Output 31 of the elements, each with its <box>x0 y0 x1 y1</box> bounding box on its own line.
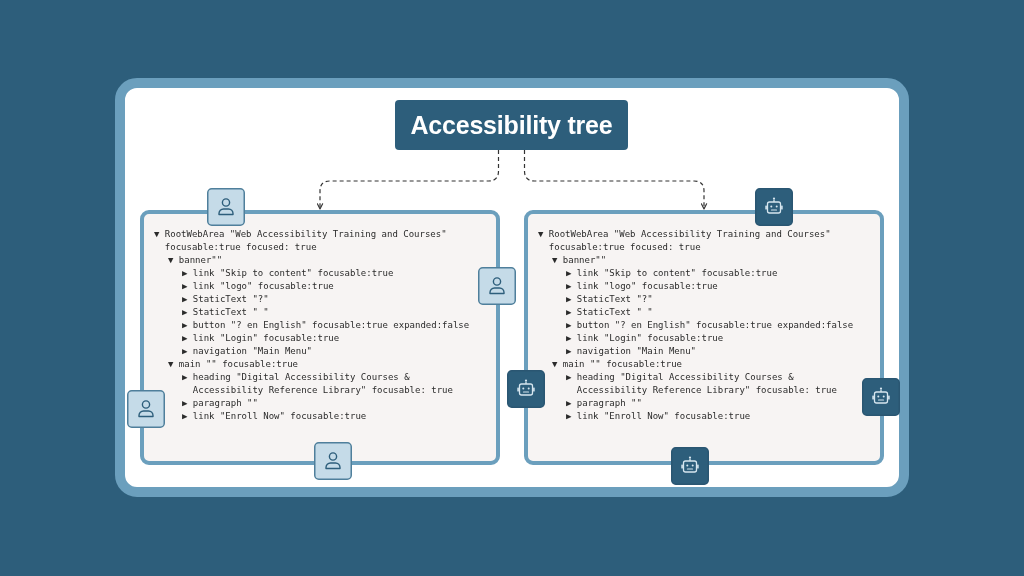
tree-item-text: ▶ navigation "Main Menu" <box>566 345 697 358</box>
tree-item-text: ▶ paragraph "" <box>182 397 258 410</box>
tree-item-text: ▶ heading "Digital Accessibility Courses & Accessibility Reference Library" focusable: true <box>566 371 838 397</box>
tree-item-text: ▼ main "" focusable:true <box>168 358 299 371</box>
tree-item-text: ▼ banner"" <box>552 254 607 267</box>
tree-item-text: ▶ link "Login" focusable:true <box>182 332 340 345</box>
tree-item-text: ▶ link "Skip to content" focusable:true <box>566 267 778 280</box>
tree-item-text: ▶ button "? en English" focusable:true expanded:false <box>182 319 470 332</box>
tree-item-text: ▶ navigation "Main Menu" <box>182 345 313 358</box>
tree-item-text: ▶ heading "Digital Accessibility Courses & Accessibility Reference Library" focusable: true <box>182 371 454 397</box>
tree-item-text: ▶ link "Skip to content" focusable:true <box>182 267 394 280</box>
tree-item-text: ▼ RootWebArea "Web Accessibility Training and Courses" focusable:true focused: true <box>538 228 832 254</box>
tree-item-text: ▼ RootWebArea "Web Accessibility Training and Courses" focusable:true focused: true <box>154 228 448 254</box>
tree-item-text: ▼ banner"" <box>168 254 223 267</box>
tree-item-text: ▶ link "logo" focusable:true <box>566 280 718 293</box>
code-panel <box>524 210 884 465</box>
tree-item-text: ▶ paragraph "" <box>566 397 642 410</box>
title-box: Accessibility tree <box>395 100 628 150</box>
tree-item-text: ▶ button "? en English" focusable:true expanded:false <box>566 319 854 332</box>
tree-item-text: ▶ link "Enroll Now" focusable:true <box>566 410 751 423</box>
dashed-arrow <box>316 149 500 210</box>
dashed-arrow <box>523 149 708 210</box>
tree-item-text: ▶ StaticText "?" <box>182 293 269 306</box>
tree-item-text: ▶ StaticText " " <box>182 306 269 319</box>
tree-item-text: ▶ link "Login" focusable:true <box>566 332 724 345</box>
tree-item-text: ▶ link "Enroll Now" focusable:true <box>182 410 367 423</box>
tree-item-text: ▼ main "" focusable:true <box>552 358 683 371</box>
tree-item-text: ▶ StaticText " " <box>566 306 653 319</box>
tree-item-text: ▶ link "logo" focusable:true <box>182 280 334 293</box>
code-panel <box>140 210 500 465</box>
tree-item-text: ▶ StaticText "?" <box>566 293 653 306</box>
